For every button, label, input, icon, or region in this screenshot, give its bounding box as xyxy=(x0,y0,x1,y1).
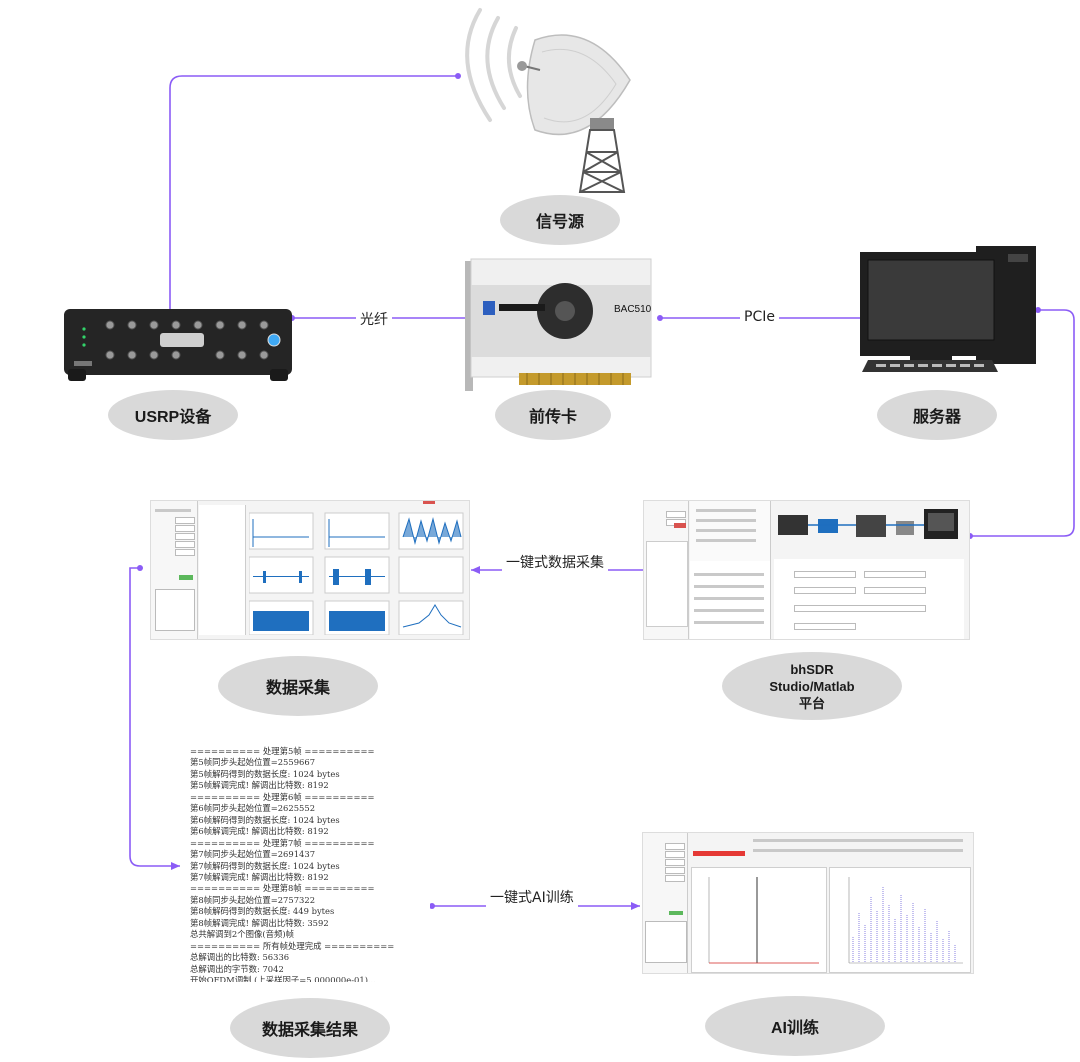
node-platform-label-line3: 平台 xyxy=(798,695,825,711)
log-line: ========== 处理第7帧 ========== xyxy=(190,837,375,848)
node-ai-training-label: AI训练 xyxy=(770,1020,819,1037)
node-usrp: USRP设备 xyxy=(108,390,238,440)
node-platform: bhSDR Studio/Matlab 平台 xyxy=(722,652,902,720)
platform-screenshot xyxy=(643,500,970,640)
server-computer-icon xyxy=(860,246,1036,372)
log-line: ========== 所有帧处理完成 ========== xyxy=(190,940,395,951)
edge-label-pcie: PCIe xyxy=(740,309,779,325)
node-signal-source-label: 信号源 xyxy=(535,214,584,231)
node-server-label: 服务器 xyxy=(912,409,961,426)
data-acquisition-screenshot xyxy=(150,500,470,640)
node-data-acq-label: 数据采集 xyxy=(265,680,330,697)
log-line: 第6帧解码得到的数据长度: 1024 bytes xyxy=(190,814,340,825)
log-line: 第7帧同步头起始位置=2691437 xyxy=(190,849,316,860)
edge-label-one-click-acq: 一键式数据采集 xyxy=(502,552,608,572)
node-usrp-label: USRP设备 xyxy=(134,409,212,426)
log-line: 第6帧同步头起始位置=2625552 xyxy=(190,803,316,814)
edge-label-fiber: 光纤 xyxy=(356,309,392,329)
edge-label-one-click-ai: 一键式AI训练 xyxy=(486,887,578,907)
node-platform-label-line1: bhSDR xyxy=(790,661,834,677)
log-line: 第8帧同步头起始位置=2757322 xyxy=(190,894,316,905)
log-line: 第6帧解调完成! 解调出比特数: 8192 xyxy=(190,826,329,837)
log-line: 第8帧解码得到的数据长度: 449 bytes xyxy=(190,906,335,917)
log-line: 第7帧解调完成! 解调出比特数: 8192 xyxy=(190,871,329,882)
log-line: ========== 处理第6帧 ========== xyxy=(190,791,375,802)
acq-plots xyxy=(249,512,464,635)
node-acq-result: 数据采集结果 xyxy=(230,998,390,1058)
ai-training-screenshot xyxy=(642,832,974,974)
log-line: 第8帧解调完成! 解调出比特数: 3592 xyxy=(190,917,329,928)
log-line: 总解调出的字节数: 7042 xyxy=(190,963,284,974)
node-ai-training: AI训练 xyxy=(705,996,885,1056)
node-server: 服务器 xyxy=(877,390,997,440)
log-line: 开始OFDM调制 (上采样因子=5.000000e-01)... xyxy=(190,975,376,982)
log-line: 第7帧解码得到的数据长度: 1024 bytes xyxy=(190,860,340,871)
log-line: 第5帧同步头起始位置=2559667 xyxy=(190,757,316,768)
usrp-device-icon xyxy=(64,309,292,381)
card-model-label: BAC510 xyxy=(614,304,652,315)
node-acq-result-label: 数据采集结果 xyxy=(261,1022,358,1039)
satellite-dish-icon xyxy=(465,8,631,193)
node-fronthaul: 前传卡 xyxy=(495,390,611,440)
acq-result-log: ========== 处理第5帧 ==========第5帧同步头起始位置=25… xyxy=(190,746,430,982)
node-signal-source: 信号源 xyxy=(500,195,620,245)
platform-topology-image xyxy=(778,509,958,539)
log-line: ========== 处理第8帧 ========== xyxy=(190,883,375,894)
log-line: ========== 处理第5帧 ========== xyxy=(190,746,375,756)
log-line: 总共解调到2个图像(音频)帧 xyxy=(190,929,294,940)
log-line: 第5帧解调完成! 解调出比特数: 8192 xyxy=(190,780,329,791)
log-line: 总解调出的比特数: 56336 xyxy=(190,952,290,963)
node-data-acq: 数据采集 xyxy=(218,656,378,716)
log-line: 第5帧解码得到的数据长度: 1024 bytes xyxy=(190,768,340,779)
ai-plots xyxy=(708,877,963,964)
node-platform-label-line2: Studio/Matlab xyxy=(769,678,855,694)
fronthaul-card-icon xyxy=(465,258,652,391)
node-fronthaul-label: 前传卡 xyxy=(528,409,577,426)
